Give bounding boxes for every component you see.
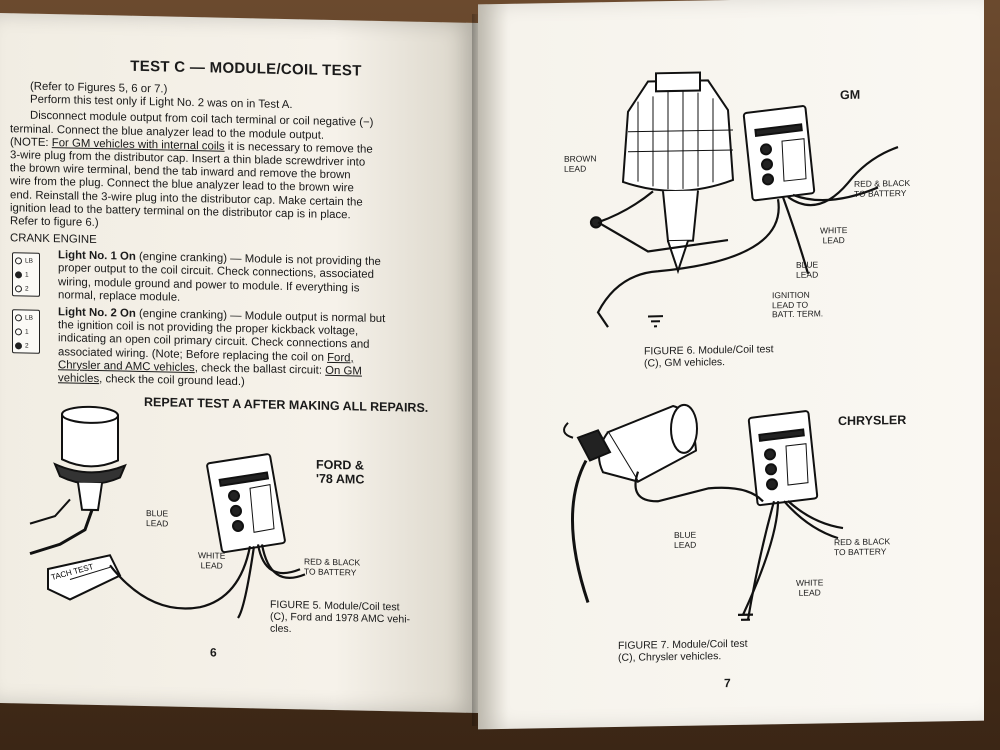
figure-5-diagram: TACH TEST [29,405,306,619]
lamp-indicator-light-1: LB 1 2 [12,252,40,298]
chrysler-red-black: RED & BLACK TO BATTERY [834,536,891,557]
ignition-coil-icon [29,405,127,556]
chrysler-coil-icon [563,403,698,603]
gm-wires [589,146,899,328]
lamp-lb-icon [15,314,22,322]
right-page: GM BROWN LEAD RED & BLACK TO BATTERY WHI… [478,0,984,730]
gm-blue-lead: BLUE LEAD [796,259,819,280]
lamp-2-icon [15,285,22,293]
tach-test-clip-icon [47,554,122,601]
chrysler-heading: CHRYSLER [838,412,907,429]
light-2-block: LB 1 2 Light No. 2 On (engine cranking) … [10,305,442,393]
gm-analyzer-box-icon [742,105,816,202]
chrysler-blue-lead: BLUE LEAD [674,529,697,550]
figure-7-diagram [563,403,844,621]
gm-brown-lead: BROWN LEAD [564,153,597,174]
figure-5-caption: FIGURE 5. Module/Coil test (C), Ford and… [270,598,411,636]
figure-5-white-lead: WHITE LEAD [198,550,226,571]
analyzer-wires [109,544,306,619]
ground-icon [648,315,663,328]
figure-6-caption: FIGURE 6. Module/Coil test (C), GM vehic… [644,343,774,370]
page-number-right: 7 [724,676,731,691]
figure-6-diagram [589,71,899,328]
light-1-heading: Light No. 1 On [58,249,136,264]
chrysler-wires [634,471,844,621]
chrysler-white-lead: WHITE LEAD [796,577,824,598]
figure-5-red-black: RED & BLACK TO BATTERY [304,556,361,577]
lamp-indicator-light-2: LB 1 2 [12,309,40,354]
lamp-2-on-icon [15,342,22,350]
gm-white-lead: WHITE LEAD [820,224,848,245]
page-title: TEST C — MODULE/COIL TEST [130,57,362,80]
light-2-heading: Light No. 2 On [58,306,136,320]
gm-ignition-lead: IGNITION LEAD TO BATT. TERM. [772,289,824,320]
figure-5-blue-lead: BLUE LEAD [146,508,169,529]
lamp-1-icon [15,328,22,336]
page-number-left: 6 [210,645,217,660]
instructions-paragraph: Disconnect module output from coil tach … [10,110,374,230]
lamp-1-on-icon [15,271,22,279]
chrysler-analyzer-box-icon [747,410,819,507]
light-1-block: LB 1 2 Light No. 1 On (engine cranking) … [10,248,442,310]
gm-heading: GM [840,87,861,103]
gm-red-black: RED & BLACK TO BATTERY [854,177,911,199]
lamp-lb-icon [15,257,22,265]
figure-5-heading: FORD & '78 AMC [316,457,365,487]
figure-7-caption: FIGURE 7. Module/Coil test (C), Chrysler… [618,637,748,664]
left-page: TEST C — MODULE/COIL TEST (Refer to Figu… [0,12,478,714]
analyzer-box-icon [206,453,286,554]
